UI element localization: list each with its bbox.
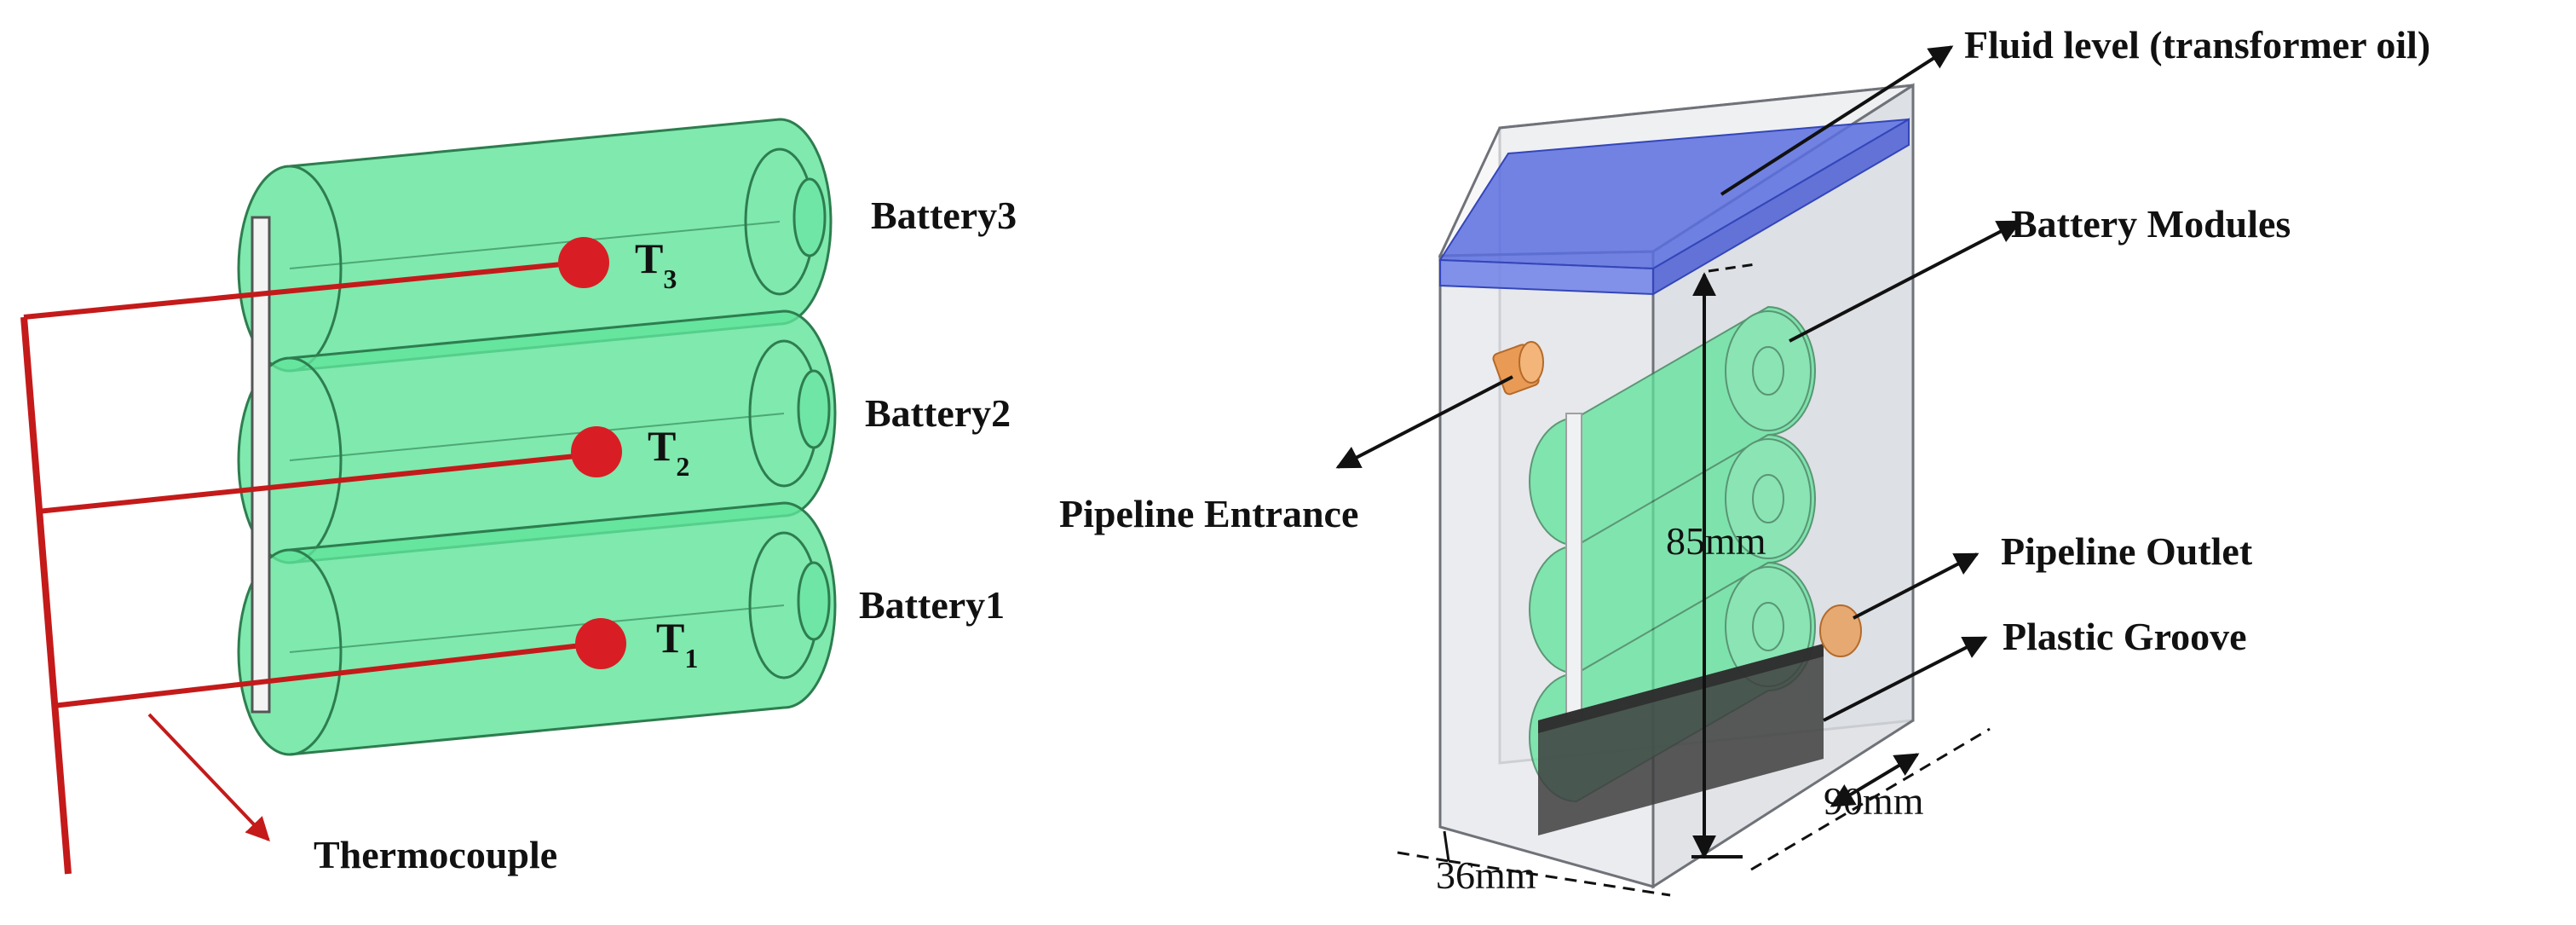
battery-3-label: Battery3 xyxy=(871,194,1017,237)
sensor-t3-dot xyxy=(558,237,609,288)
pipeline-outlet xyxy=(1819,604,1862,657)
width-dimension-label: 36mm xyxy=(1436,853,1536,897)
sensor-t1-label: T1 xyxy=(656,614,698,674)
height-dimension-label: 85mm xyxy=(1666,519,1766,563)
dimension-depth xyxy=(1750,727,1991,871)
battery-modules xyxy=(1529,305,1816,803)
dimension-width xyxy=(1397,830,1671,897)
sensor-t2-label: T2 xyxy=(648,422,689,482)
plastic-groove xyxy=(1538,644,1824,835)
depth-dimension-label: 90mm xyxy=(1824,779,1924,823)
pipeline-entrance-label: Pipeline Entrance xyxy=(1059,492,1358,535)
battery-1 xyxy=(237,501,837,756)
battery-modules-label: Battery Modules xyxy=(2011,202,2291,246)
thermocouple-label: Thermocouple xyxy=(314,833,557,876)
battery-2-label: Battery2 xyxy=(865,391,1011,435)
thermocouple-wiring xyxy=(20,237,626,875)
sensor-t3-label: T3 xyxy=(635,234,677,294)
sensor-t1-dot xyxy=(575,618,626,669)
callout-arrows xyxy=(1335,45,2022,722)
oil-tank xyxy=(1438,83,1915,889)
sensor-t2-dot xyxy=(571,426,622,477)
battery-1-label: Battery1 xyxy=(859,583,1005,627)
dimension-height xyxy=(1691,263,1756,859)
plastic-groove-label: Plastic Groove xyxy=(2003,615,2247,658)
fluid-level-label: Fluid level (transformer oil) xyxy=(1964,23,2430,66)
battery-connector-strip xyxy=(251,216,271,714)
battery-pack xyxy=(237,118,837,756)
pipeline-outlet-label: Pipeline Outlet xyxy=(2001,529,2253,573)
